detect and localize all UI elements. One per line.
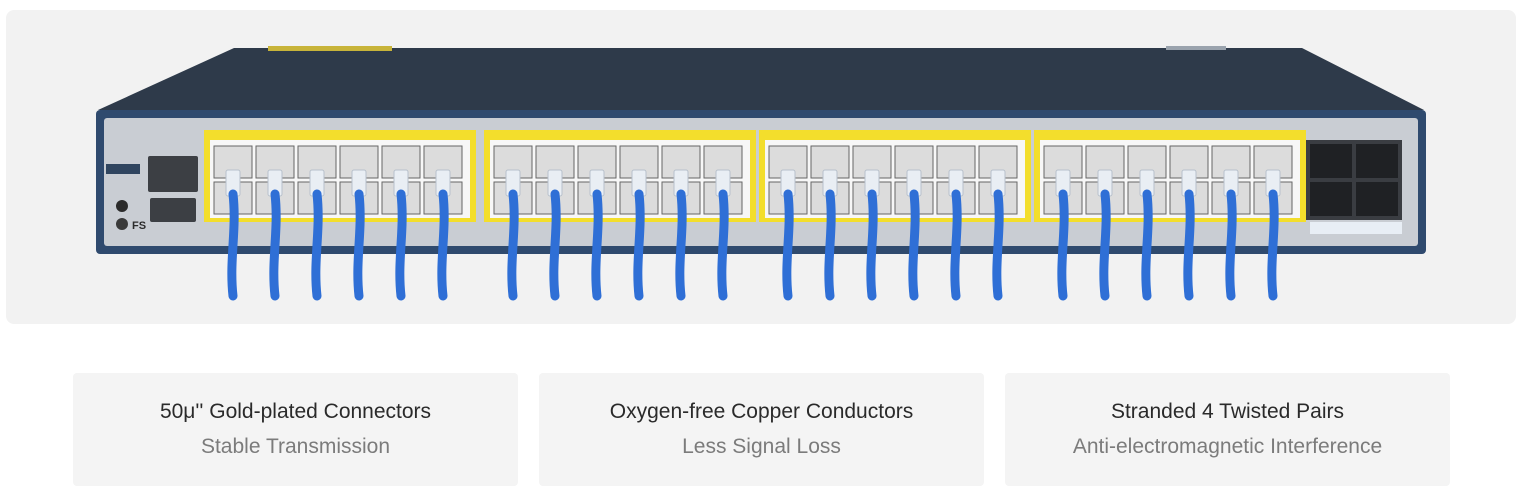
ethernet-cable xyxy=(1099,189,1111,301)
brand-logo: FS xyxy=(132,220,146,232)
sfp-port xyxy=(1310,144,1352,178)
rj45-port xyxy=(768,145,808,179)
ethernet-cable xyxy=(437,189,449,301)
ethernet-cable xyxy=(591,189,603,301)
ethernet-cable xyxy=(717,189,729,301)
ethernet-cables xyxy=(225,169,1281,301)
network-switch-illustration: FS xyxy=(96,46,1426,301)
ethernet-cable xyxy=(1225,189,1237,301)
fs-logo-mark xyxy=(116,218,128,230)
feature-cards: 50μ'' Gold-plated Connectors Stable Tran… xyxy=(73,373,1450,486)
reset-button xyxy=(116,200,128,212)
feature-card-copper-conductors: Oxygen-free Copper Conductors Less Signa… xyxy=(539,373,984,486)
usb-port xyxy=(150,198,196,222)
rj45-console-port xyxy=(148,156,198,192)
ethernet-cable xyxy=(1057,189,1069,301)
ethernet-cable xyxy=(395,189,407,301)
ethernet-cable xyxy=(824,189,836,301)
ethernet-cable xyxy=(1141,189,1153,301)
console-area: FS xyxy=(106,156,198,232)
sfp-port-block xyxy=(1306,140,1402,234)
rj45-port-groups xyxy=(204,130,1306,222)
ethernet-cable xyxy=(549,189,561,301)
switch-top-surface xyxy=(98,48,1424,110)
feature-card-twisted-pairs: Stranded 4 Twisted Pairs Anti-electromag… xyxy=(1005,373,1450,486)
ethernet-cable xyxy=(992,189,1004,301)
ethernet-cable xyxy=(866,189,878,301)
ethernet-cable xyxy=(227,189,239,301)
sfp-port xyxy=(1356,144,1398,178)
product-image-panel: FS xyxy=(6,10,1516,324)
ethernet-cable xyxy=(311,189,323,301)
ethernet-cable xyxy=(1183,189,1195,301)
ethernet-cable xyxy=(782,189,794,301)
ethernet-cable xyxy=(675,189,687,301)
feature-title: 50μ'' Gold-plated Connectors xyxy=(159,400,432,423)
top-yellow-strip xyxy=(268,46,392,51)
ethernet-cable xyxy=(633,189,645,301)
feature-subtitle: Stable Transmission xyxy=(200,435,391,458)
ethernet-cable xyxy=(507,189,519,301)
ethernet-cable xyxy=(269,189,281,301)
feature-subtitle: Anti-electromagnetic Interference xyxy=(1072,435,1383,458)
feature-card-gold-connectors: 50μ'' Gold-plated Connectors Stable Tran… xyxy=(73,373,518,486)
console-badge xyxy=(106,164,140,174)
ethernet-cable xyxy=(908,189,920,301)
ethernet-cable xyxy=(950,189,962,301)
feature-subtitle: Less Signal Loss xyxy=(682,435,841,458)
feature-title: Oxygen-free Copper Conductors xyxy=(609,400,914,423)
ethernet-cable xyxy=(353,189,365,301)
sfp-port xyxy=(1356,182,1398,216)
sfp-port xyxy=(1310,182,1352,216)
ethernet-cable xyxy=(1267,189,1279,301)
feature-title: Stranded 4 Twisted Pairs xyxy=(1110,400,1345,423)
rj45-port xyxy=(1043,145,1083,179)
sfp-label-box xyxy=(1310,222,1402,234)
top-gray-strip xyxy=(1166,46,1226,50)
